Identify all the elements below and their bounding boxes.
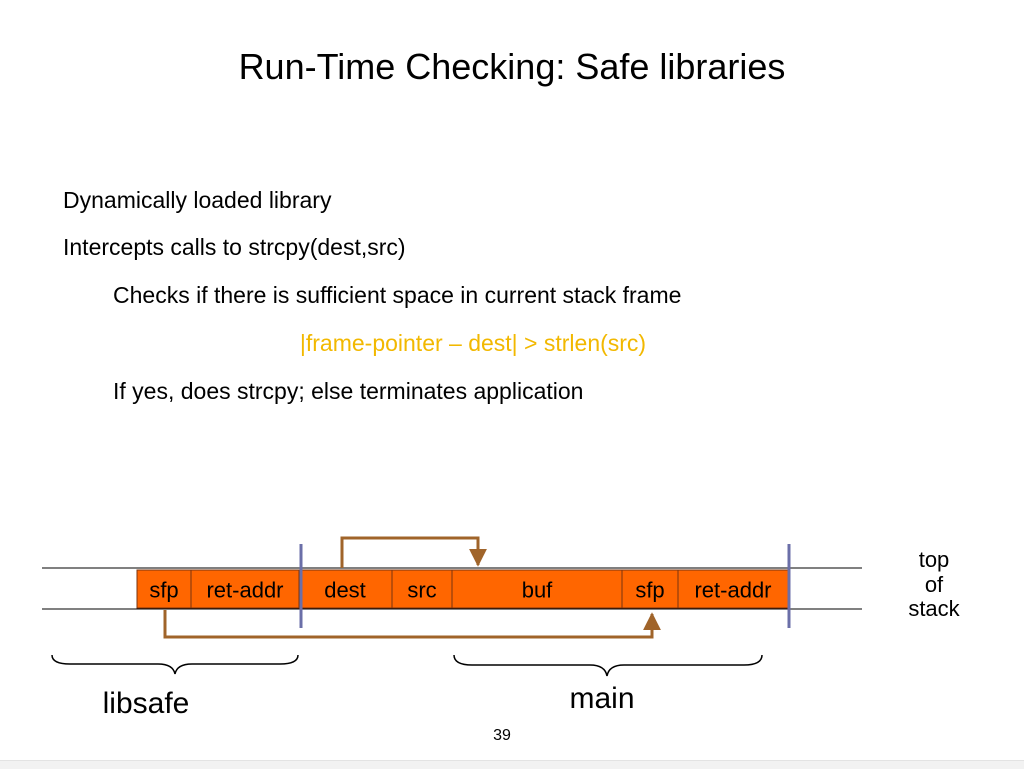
svg-text:sfp: sfp [635, 578, 664, 603]
svg-text:dest: dest [324, 578, 366, 603]
page-number: 39 [493, 727, 511, 744]
bullet-if-yes: If yes, does strcpy; else terminates app… [113, 378, 584, 404]
footer-strip [0, 760, 1024, 769]
svg-text:ret-addr: ret-addr [206, 578, 283, 603]
cell-sfp-libsafe: sfp [136, 569, 192, 609]
cell-src: src [391, 569, 453, 609]
cell-buf: buf [451, 569, 623, 609]
bullet-formula: |frame-pointer – dest| > strlen(src) [299, 330, 647, 356]
svg-text:sfp: sfp [149, 578, 178, 603]
cell-ret-addr-libsafe: ret-addr [190, 569, 300, 609]
cell-sfp-main: sfp [621, 569, 679, 609]
bullet-dynamic-library: Dynamically loaded library [63, 187, 332, 213]
top-of-stack-line-2: of [925, 572, 944, 597]
main-label: main [569, 682, 634, 715]
cell-ret-addr-main: ret-addr [677, 569, 789, 609]
libsafe-label: libsafe [103, 687, 190, 720]
bullet-intercepts-strcpy: Intercepts calls to strcpy(dest,src) [63, 234, 406, 260]
sfp-to-sfp-arrow [163, 610, 661, 639]
libsafe-brace [51, 654, 299, 675]
top-of-stack-line-1: top [919, 547, 950, 572]
svg-text:ret-addr: ret-addr [694, 578, 771, 603]
top-of-stack-line-3: stack [908, 596, 960, 621]
dest-to-buf-arrow [340, 536, 487, 568]
svg-text:src: src [407, 578, 436, 603]
svg-text:buf: buf [522, 578, 553, 603]
main-brace [453, 654, 763, 677]
bullet-checks-space: Checks if there is sufficient space in c… [113, 282, 682, 308]
cell-dest: dest [298, 569, 393, 609]
slide-title: Run-Time Checking: Safe libraries [238, 46, 786, 87]
